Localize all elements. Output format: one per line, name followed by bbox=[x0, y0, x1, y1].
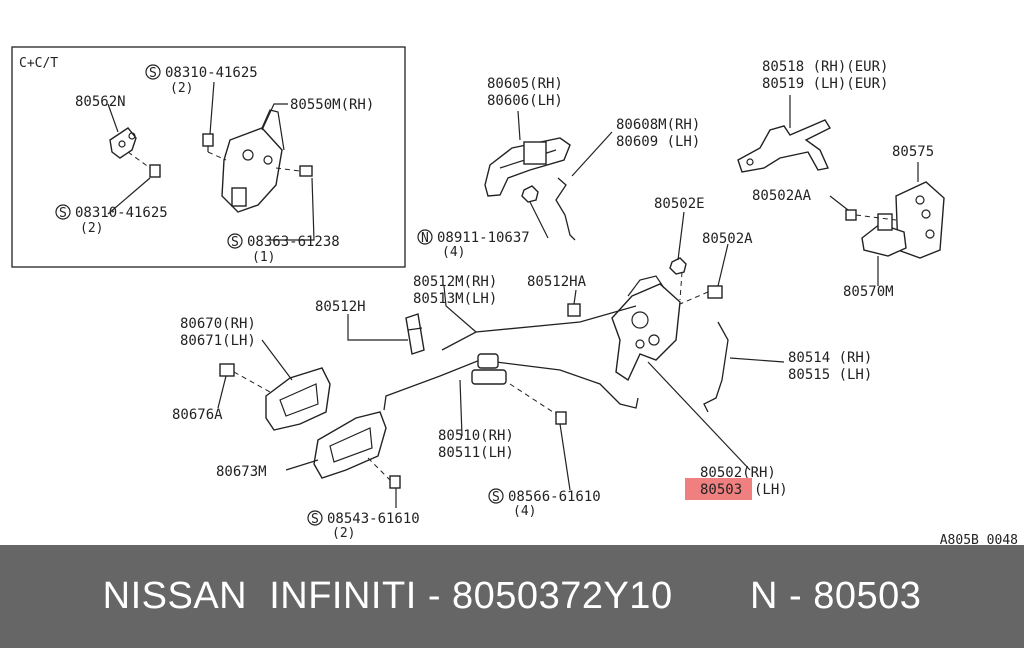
s-mark: S bbox=[59, 206, 67, 221]
rod-80510 bbox=[383, 359, 639, 411]
part-number-banner: NISSAN INFINITI - 8050372Y10 N - 80503 bbox=[0, 545, 1024, 648]
brand-part-number: NISSAN INFINITI - 8050372Y10 bbox=[102, 575, 673, 617]
qty-08566: (4) bbox=[513, 504, 536, 519]
clip-80676A bbox=[219, 363, 235, 377]
rod-80514 bbox=[703, 321, 729, 413]
label-80671: 80671(LH) bbox=[180, 333, 256, 349]
screw-08543 bbox=[389, 475, 401, 489]
screw-80502AA bbox=[845, 209, 857, 221]
label-80605: 80605(RH) bbox=[487, 76, 563, 92]
label-80673M: 80673M bbox=[216, 464, 267, 480]
label-80502: 80502(RH) bbox=[700, 465, 776, 481]
n-mark: N bbox=[421, 231, 429, 246]
label-80570M: 80570M bbox=[843, 284, 894, 300]
qty-08310-bot: (2) bbox=[80, 221, 103, 236]
door-lock-part bbox=[611, 275, 681, 382]
label-80511: 80511(LH) bbox=[438, 445, 514, 461]
label-80513M: 80513M(LH) bbox=[413, 291, 497, 307]
inset-actuator-part bbox=[221, 109, 285, 213]
inset-bracket-part bbox=[109, 127, 137, 159]
qty-08543: (2) bbox=[332, 526, 355, 541]
label-80503-lh: (LH) bbox=[754, 482, 788, 498]
part-reference: N - 80503 bbox=[749, 575, 922, 617]
label-80676A: 80676A bbox=[172, 407, 223, 423]
nut-part bbox=[521, 185, 539, 203]
label-80562N: 80562N bbox=[75, 94, 126, 110]
label-08911-10637: 08911-10637 bbox=[437, 230, 530, 246]
rod-80608M bbox=[555, 177, 576, 241]
label-80503: 80503 bbox=[700, 482, 742, 498]
highlight-80503 bbox=[685, 478, 752, 500]
rod-clips-part bbox=[471, 353, 507, 385]
label-80515: 80515 (LH) bbox=[788, 367, 872, 383]
inset-title: C+C/T bbox=[19, 56, 58, 71]
rod-80512M bbox=[441, 305, 637, 351]
inside-handle-bezel bbox=[265, 367, 331, 431]
bracket-80518-part bbox=[737, 119, 832, 173]
label-80502AA: 80502AA bbox=[752, 188, 812, 204]
s-mark: S bbox=[492, 490, 500, 505]
parts-diagram: C+C/T 80562N S 08310-41625 (2) 80550M(RH… bbox=[11, 46, 1018, 545]
label-80512M: 80512M(RH) bbox=[413, 274, 497, 290]
inset-screw-right bbox=[299, 165, 313, 177]
label-08310-41625-top: 08310-41625 bbox=[165, 65, 258, 81]
label-80608M: 80608M(RH) bbox=[616, 117, 700, 133]
label-80510: 80510(RH) bbox=[438, 428, 514, 444]
label-80550M: 80550M(RH) bbox=[290, 97, 374, 113]
qty-08310-top: (2) bbox=[170, 81, 193, 96]
label-80519: 80519 (LH)(EUR) bbox=[762, 76, 888, 92]
inset-frame bbox=[11, 46, 406, 268]
label-08543-61610: 08543-61610 bbox=[327, 511, 420, 527]
clip-80512HA bbox=[567, 303, 581, 317]
qty-08363: (1) bbox=[252, 250, 275, 265]
inset-screw-bot bbox=[149, 164, 161, 178]
s-mark: S bbox=[231, 235, 239, 250]
screw-08566 bbox=[555, 411, 567, 425]
label-80502E: 80502E bbox=[654, 196, 705, 212]
label-80512HA: 80512HA bbox=[527, 274, 587, 290]
label-80518: 80518 (RH)(EUR) bbox=[762, 59, 888, 75]
s-mark: S bbox=[311, 512, 319, 527]
clip-80502A bbox=[707, 285, 723, 299]
label-80512H: 80512H bbox=[315, 299, 366, 315]
label-80514: 80514 (RH) bbox=[788, 350, 872, 366]
clip-80512H bbox=[405, 313, 425, 355]
striker-part bbox=[861, 213, 907, 257]
inset-screw-top bbox=[202, 133, 214, 152]
label-80575: 80575 bbox=[892, 144, 934, 160]
inside-handle-escutcheon bbox=[313, 411, 387, 479]
label-08363-61238: 08363-61238 bbox=[247, 234, 340, 250]
label-80606: 80606(LH) bbox=[487, 93, 563, 109]
s-mark: S bbox=[149, 66, 157, 81]
diagram-ref-code: A805B 0048 bbox=[940, 533, 1018, 545]
label-08566-61610: 08566-61610 bbox=[508, 489, 601, 505]
grommet-80502E bbox=[669, 257, 687, 275]
label-08310-41625-bot: 08310-41625 bbox=[75, 205, 168, 221]
label-80670: 80670(RH) bbox=[180, 316, 256, 332]
label-80609: 80609 (LH) bbox=[616, 134, 700, 150]
qty-08911: (4) bbox=[442, 245, 465, 260]
outside-handle-part bbox=[484, 137, 571, 197]
label-80502A: 80502A bbox=[702, 231, 753, 247]
